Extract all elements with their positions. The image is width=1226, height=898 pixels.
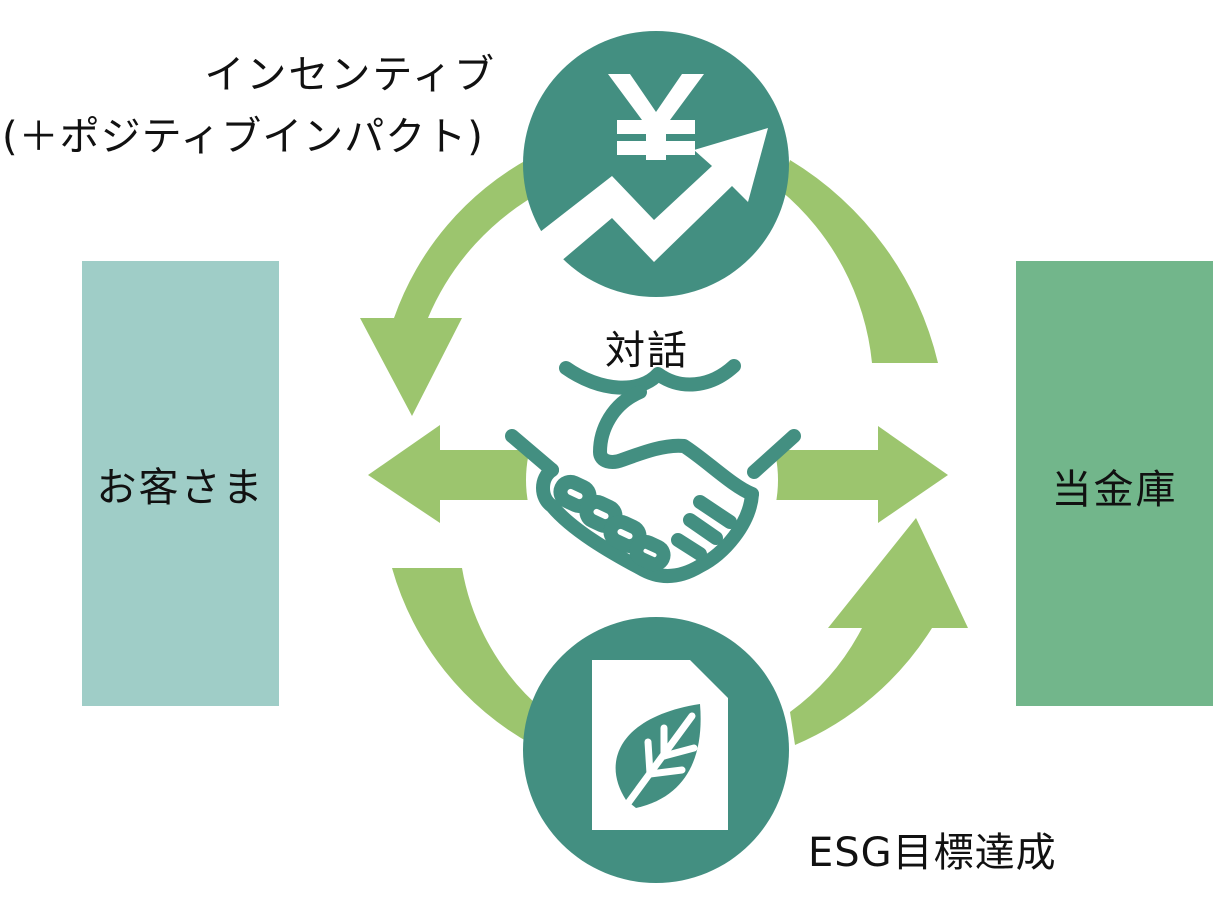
rising-trend-arrow-icon [540, 128, 768, 262]
customer-label: お客さま [96, 464, 265, 511]
incentive-label: インセンティブ [204, 52, 496, 98]
cycle-arrow-bottom-left [392, 568, 545, 745]
leaf-vein-icon [622, 712, 698, 810]
handshake-icon [505, 359, 801, 584]
customer-box: お客さま [82, 261, 279, 706]
positive-impact-label: (＋ポジティブインパクト) [2, 114, 484, 160]
bank-box: 当金庫 [1016, 261, 1213, 706]
yen-icon [608, 74, 704, 160]
arrow-right-to-bank [770, 426, 948, 523]
cycle-arrow-bottom-right [790, 518, 968, 745]
arrow-left-to-customer [368, 425, 540, 523]
esg-goal-label: ESG目標達成 [808, 830, 1057, 876]
dialogue-label: 対話 [605, 328, 689, 374]
cycle-arrow-top-left [360, 158, 545, 416]
cycle-arrow-top-right [780, 160, 938, 363]
bank-label: 当金庫 [1051, 466, 1178, 513]
